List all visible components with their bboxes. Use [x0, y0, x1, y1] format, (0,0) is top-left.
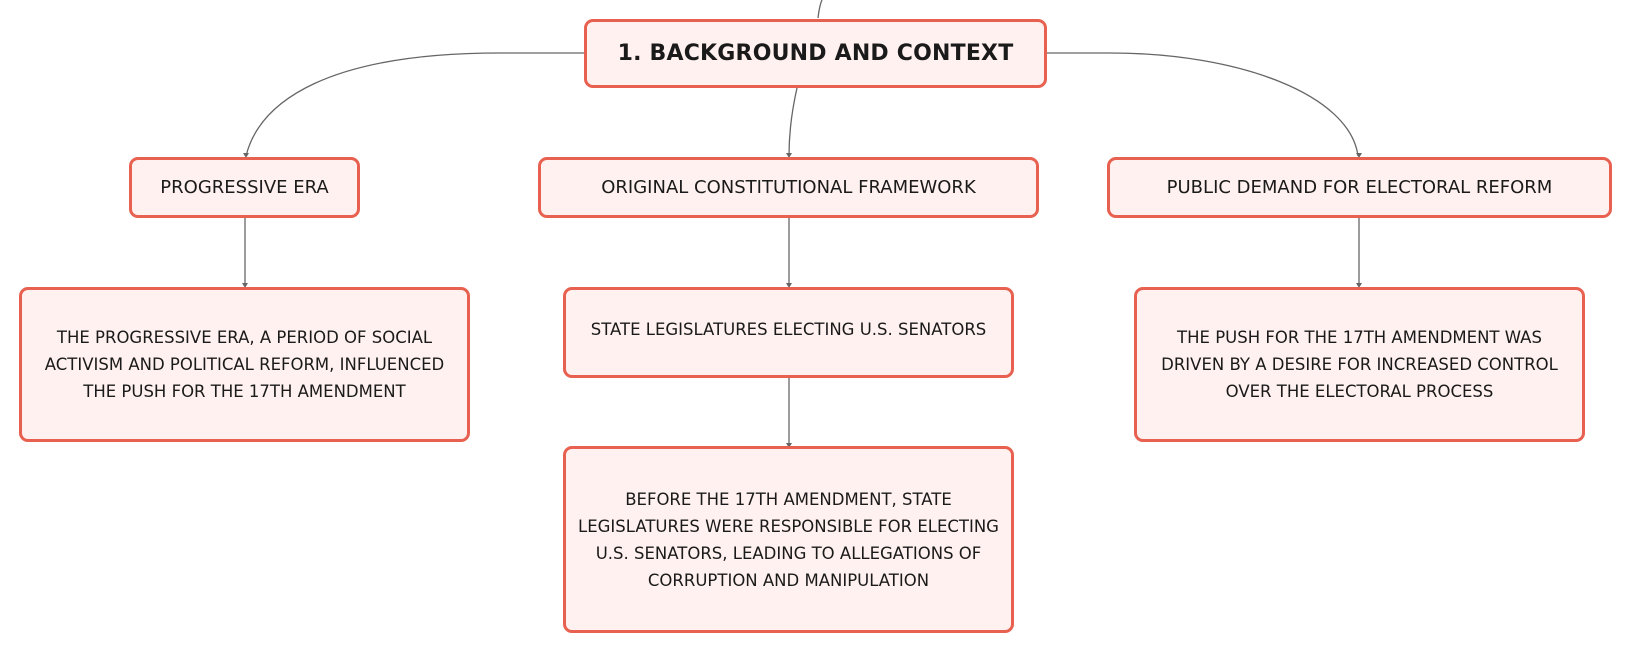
connector-root-to-progressive-era: [245, 52, 585, 157]
branch-node-public-demand-for-electoral-reform[interactable]: PUBLIC DEMAND FOR ELECTORAL REFORM: [1107, 157, 1612, 218]
detail-node-progressive-era[interactable]: THE PROGRESSIVE ERA, A PERIOD OF SOCIAL …: [19, 287, 470, 442]
detail-text: THE PROGRESSIVE ERA, A PERIOD OF SOCIAL …: [44, 328, 445, 401]
connector-root-to-original-framework: [788, 87, 798, 157]
detail-text: STATE LEGISLATURES ELECTING U.S. SENATOR…: [590, 320, 987, 339]
branch-node-progressive-era[interactable]: PROGRESSIVE ERA: [129, 157, 360, 218]
connector-root-to-public-demand: [1046, 52, 1359, 157]
connector-root-parent: [817, 0, 823, 19]
detail-node-before-17th-amendment[interactable]: BEFORE THE 17TH AMENDMENT, STATE LEGISLA…: [563, 446, 1014, 633]
detail-node-public-demand[interactable]: THE PUSH FOR THE 17TH AMENDMENT WAS DRIV…: [1134, 287, 1585, 442]
detail-text: THE PUSH FOR THE 17TH AMENDMENT WAS DRIV…: [1161, 328, 1558, 401]
detail-text: BEFORE THE 17TH AMENDMENT, STATE LEGISLA…: [578, 489, 999, 590]
branch-label: PROGRESSIVE ERA: [160, 177, 329, 198]
branch-label: PUBLIC DEMAND FOR ELECTORAL REFORM: [1166, 177, 1553, 198]
detail-node-state-legislatures[interactable]: STATE LEGISLATURES ELECTING U.S. SENATOR…: [563, 287, 1014, 378]
root-label: 1. BACKGROUND AND CONTEXT: [617, 41, 1014, 66]
branch-node-original-constitutional-framework[interactable]: ORIGINAL CONSTITUTIONAL FRAMEWORK: [538, 157, 1039, 218]
branch-label: ORIGINAL CONSTITUTIONAL FRAMEWORK: [601, 177, 976, 198]
root-node[interactable]: 1. BACKGROUND AND CONTEXT: [584, 19, 1047, 88]
